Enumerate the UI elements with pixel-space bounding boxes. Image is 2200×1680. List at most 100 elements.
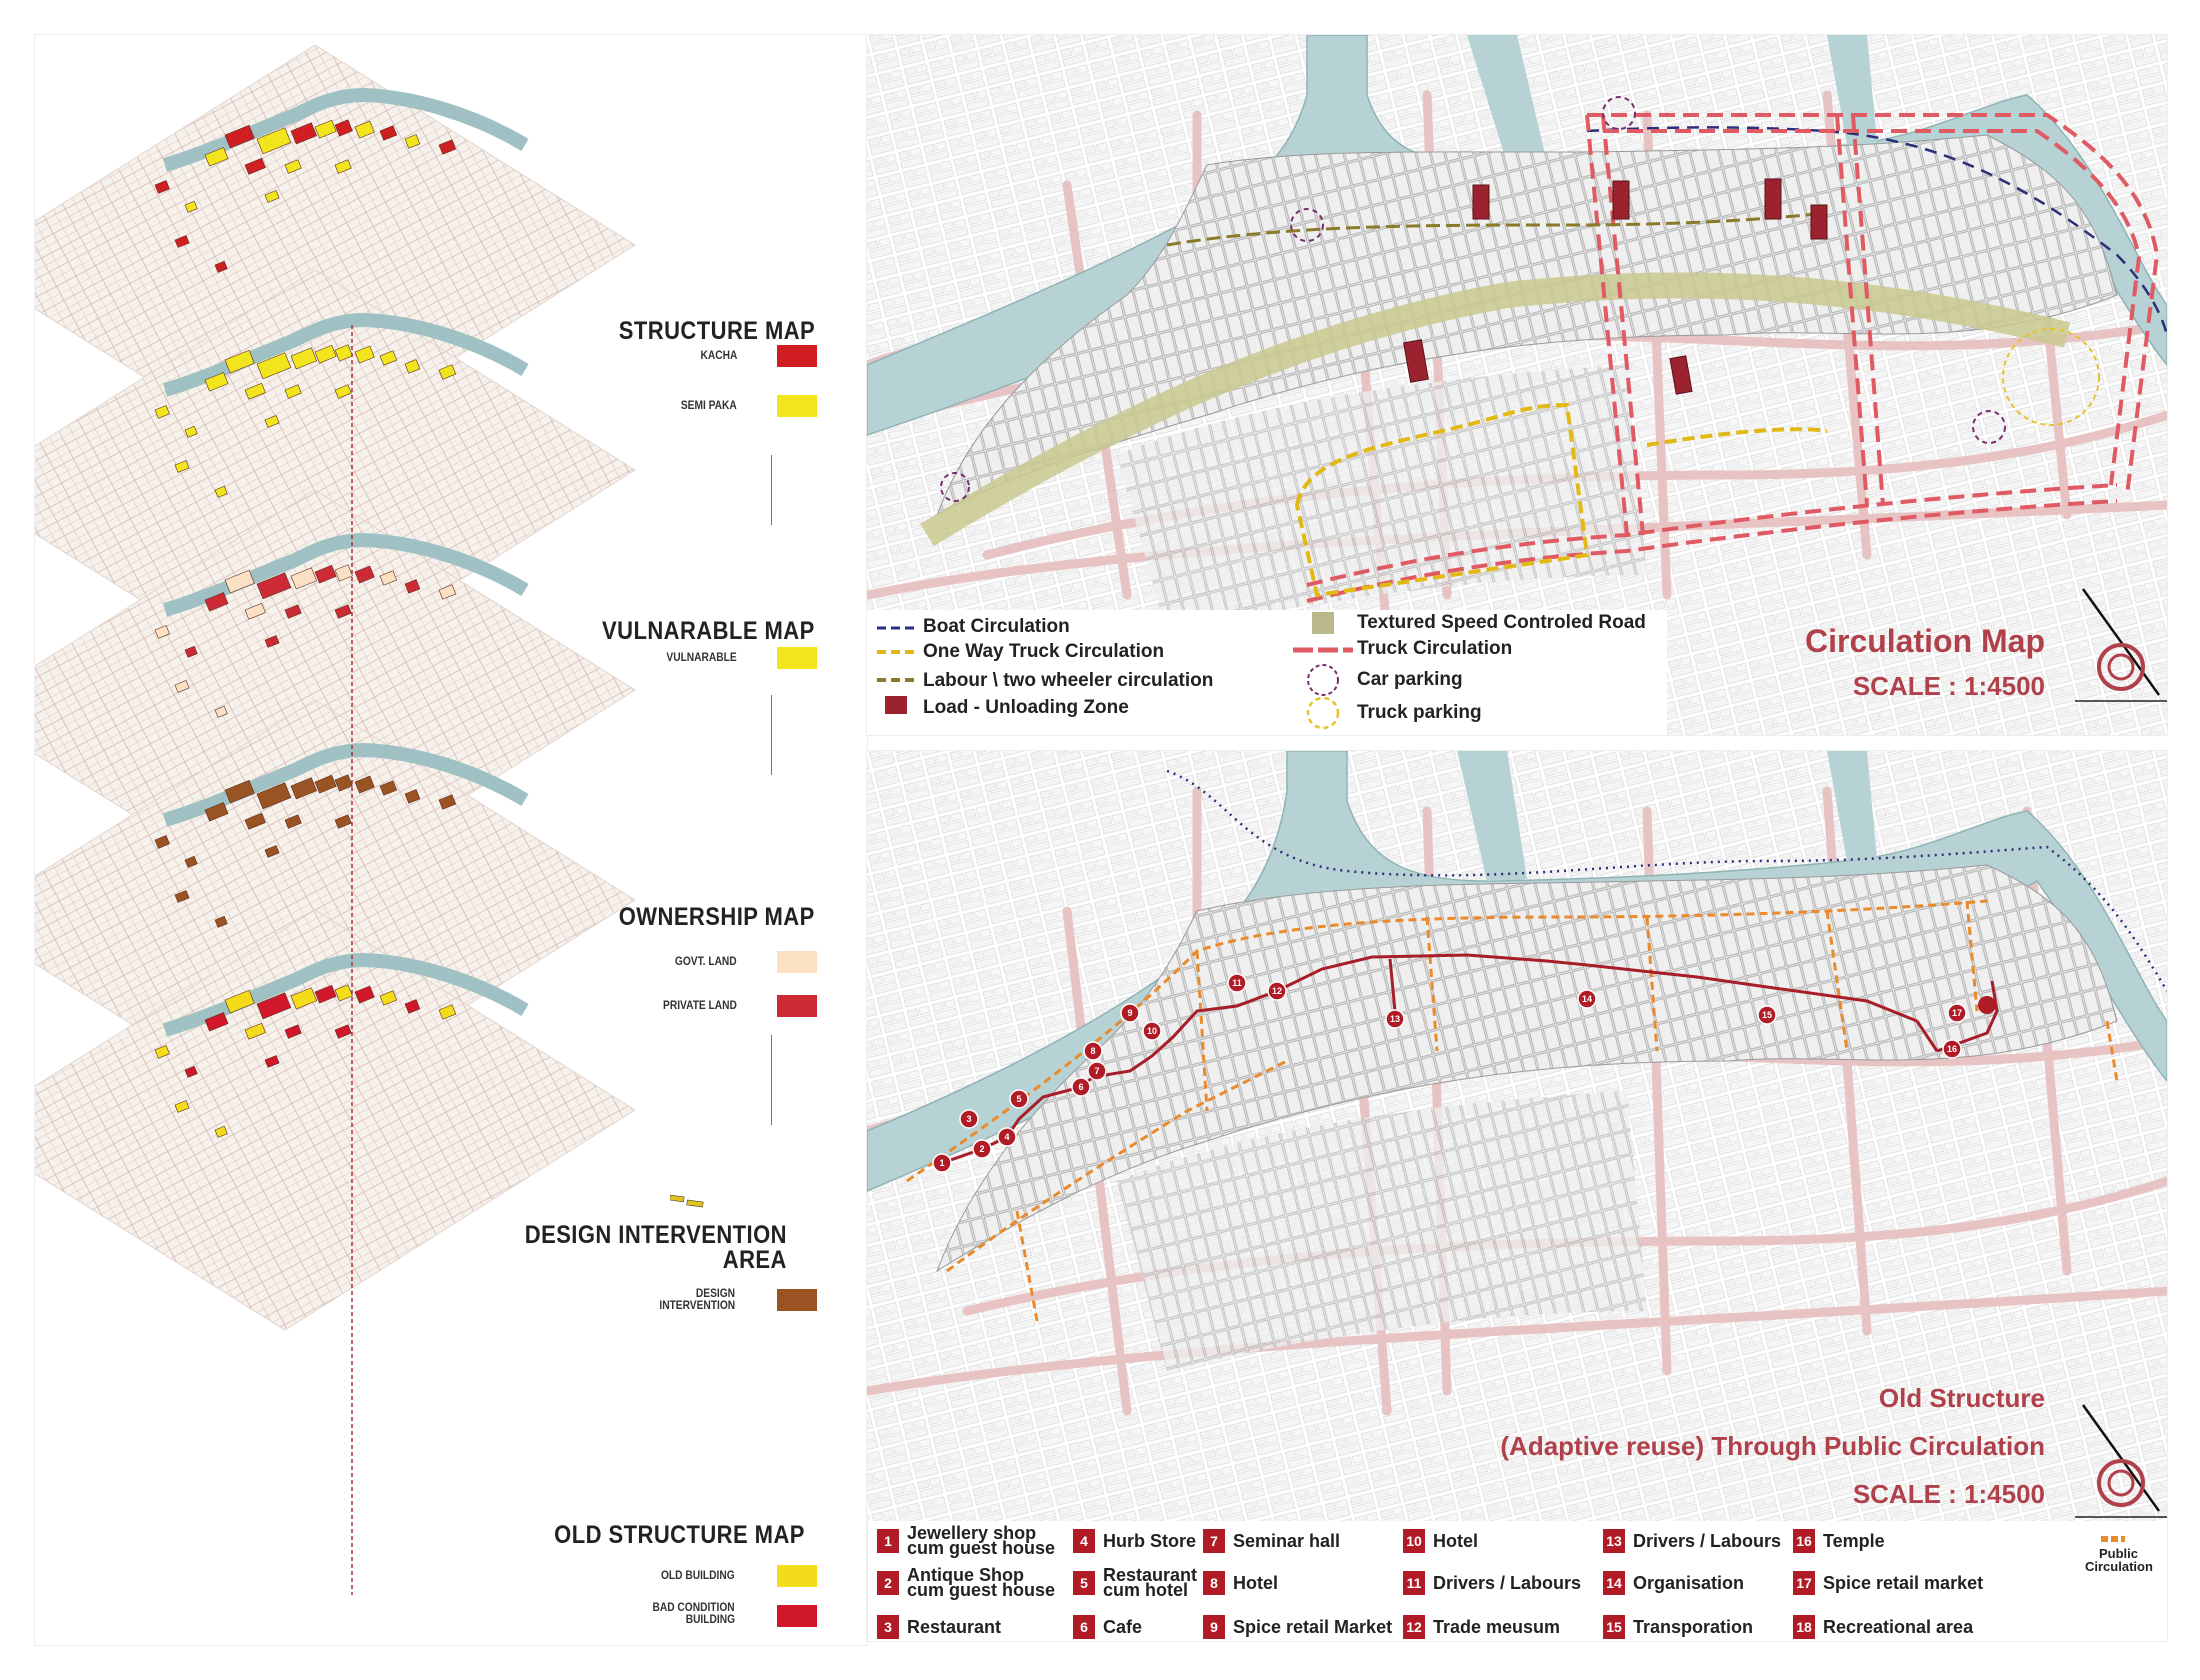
place-number-16: 16	[1793, 1529, 1815, 1553]
place-label-14: Organisation	[1633, 1573, 1745, 1593]
place-number-2: 2	[877, 1571, 899, 1595]
semi-paka-label: SEMI PAKA	[681, 398, 737, 412]
north-arrow-icon	[2075, 1399, 2167, 1519]
govt-land-swatch	[777, 951, 817, 973]
govt-land-label: GOVT. LAND	[675, 954, 737, 968]
place-label-18: Recreational area	[1823, 1617, 1974, 1637]
legend-textured-road: Textured Speed Controled Road	[1357, 612, 1646, 633]
place-number-4: 4	[1073, 1529, 1095, 1553]
place-label-4: Hurb Store	[1103, 1531, 1197, 1551]
place-label-13: Drivers / Labours	[1633, 1531, 1782, 1551]
public-circulation-label-line1: Public	[2099, 1546, 2139, 1561]
place-number-7: 7	[1203, 1529, 1225, 1553]
place-label-10: Hotel	[1433, 1531, 1478, 1551]
kacha-swatch	[777, 345, 817, 367]
legend-load-unloading: Load - Unloading Zone	[923, 697, 1129, 718]
bad-condition-label-line2: BUILDING	[685, 1612, 735, 1626]
svg-text:6: 6	[1078, 1082, 1083, 1092]
public-circulation-label-line2: Circulation	[2085, 1559, 2153, 1574]
layers-panel: STRUCTURE MAP KACHA SEMI PAKA VULNARABLE…	[34, 34, 868, 1646]
old-structure-title: Old Structure	[1878, 1383, 2045, 1413]
old-building-label: OLD BUILDING	[661, 1568, 735, 1582]
place-label-5-line2: cum hotel	[1103, 1580, 1189, 1600]
place-number-6: 6	[1073, 1615, 1095, 1639]
divider-line	[771, 695, 772, 775]
circulation-map-scale: SCALE : 1:4500	[1852, 671, 2045, 701]
adaptive-reuse-title: (Adaptive reuse) Through Public Circulat…	[1500, 1431, 2045, 1461]
place-number-13: 13	[1603, 1529, 1625, 1553]
divider-line	[771, 455, 772, 525]
legend-one-way-truck: One Way Truck Circulation	[923, 641, 1165, 662]
svg-text:2: 2	[979, 1144, 984, 1154]
place-label-15: Transporation	[1633, 1617, 1754, 1637]
vulnarable-swatch	[777, 647, 817, 669]
private-land-label: PRIVATE LAND	[663, 998, 737, 1012]
place-number-3: 3	[877, 1615, 899, 1639]
place-number-14: 14	[1603, 1571, 1625, 1595]
legend-boat-circulation: Boat Circulation	[923, 616, 1070, 637]
svg-text:3: 3	[966, 1114, 971, 1124]
place-label-9: Spice retail Market	[1233, 1617, 1393, 1637]
svg-text:11: 11	[1232, 978, 1242, 988]
place-label-1-line1: Jewellery shop	[907, 1523, 1037, 1543]
old-structure-map-title: OLD STRUCTURE MAP	[554, 1521, 805, 1549]
place-number-9: 9	[1203, 1615, 1225, 1639]
place-number-11: 11	[1403, 1571, 1425, 1595]
circulation-map-title: Circulation Map	[1804, 623, 2045, 659]
public-map-scale: SCALE : 1:4500	[1852, 1479, 2045, 1509]
bad-condition-swatch	[777, 1605, 817, 1627]
svg-text:9: 9	[1127, 1008, 1132, 1018]
place-label-12: Trade meusum	[1433, 1617, 1561, 1637]
semi-paka-swatch	[777, 395, 817, 417]
place-label-2-line1: Antique Shop	[907, 1565, 1024, 1585]
place-number-18: 18	[1793, 1615, 1815, 1639]
design-intervention-title-line2: AREA	[722, 1246, 787, 1274]
place-label-17: Spice retail market	[1823, 1573, 1984, 1593]
svg-text:13: 13	[1390, 1014, 1400, 1024]
design-intervention-label-line1: DESIGN	[695, 1286, 735, 1300]
place-label-7: Seminar hall	[1233, 1531, 1341, 1551]
place-number-15: 15	[1603, 1615, 1625, 1639]
place-number-8: 8	[1203, 1571, 1225, 1595]
legend-truck-parking: Truck parking	[1357, 702, 1482, 723]
svg-text:17: 17	[1952, 1008, 1962, 1018]
axonometric-layers	[35, 44, 636, 1595]
circulation-legend-icons	[867, 610, 1667, 735]
place-label-11: Drivers / Labours	[1433, 1573, 1582, 1593]
structure-map-title: STRUCTURE MAP	[618, 317, 815, 345]
legend-car-parking: Car parking	[1357, 669, 1463, 690]
place-label-1-line2: cum guest house	[907, 1538, 1056, 1558]
svg-text:12: 12	[1272, 986, 1282, 996]
divider-line	[771, 1035, 772, 1125]
place-label-2-line2: cum guest house	[907, 1580, 1056, 1600]
svg-text:14: 14	[1582, 994, 1592, 1004]
place-number-10: 10	[1403, 1529, 1425, 1553]
vulnarable-label: VULNARABLE	[666, 650, 737, 664]
bad-condition-label-line1: BAD CONDITION	[652, 1600, 735, 1614]
place-label-5-line1: Restaurant	[1103, 1565, 1198, 1585]
ownership-map-title: OWNERSHIP MAP	[618, 903, 815, 931]
map-layer-5	[35, 909, 636, 1331]
svg-text:1: 1	[939, 1158, 944, 1168]
design-intervention-title-line1: DESIGN INTERVENTION	[524, 1221, 787, 1249]
svg-text:4: 4	[1004, 1132, 1009, 1142]
circulation-map-panel: Boat Circulation One Way Truck Circulati…	[866, 34, 2168, 736]
private-land-swatch	[777, 995, 817, 1017]
place-number-1: 1	[877, 1529, 899, 1553]
svg-text:16: 16	[1947, 1044, 1957, 1054]
design-intervention-icon	[669, 1194, 706, 1209]
svg-text:10: 10	[1147, 1026, 1157, 1036]
svg-text:7: 7	[1094, 1066, 1099, 1076]
legend-truck-circulation: Truck Circulation	[1357, 638, 1513, 659]
svg-text:8: 8	[1090, 1046, 1095, 1056]
circulation-legend	[867, 610, 1667, 735]
place-number-12: 12	[1403, 1615, 1425, 1639]
vulnarable-map-title: VULNARABLE MAP	[602, 617, 815, 645]
place-label-16: Temple	[1823, 1531, 1885, 1551]
public-circulation-legend-icon	[2101, 1536, 2125, 1542]
place-label-8: Hotel	[1233, 1573, 1278, 1593]
north-arrow-icon	[2075, 583, 2167, 703]
